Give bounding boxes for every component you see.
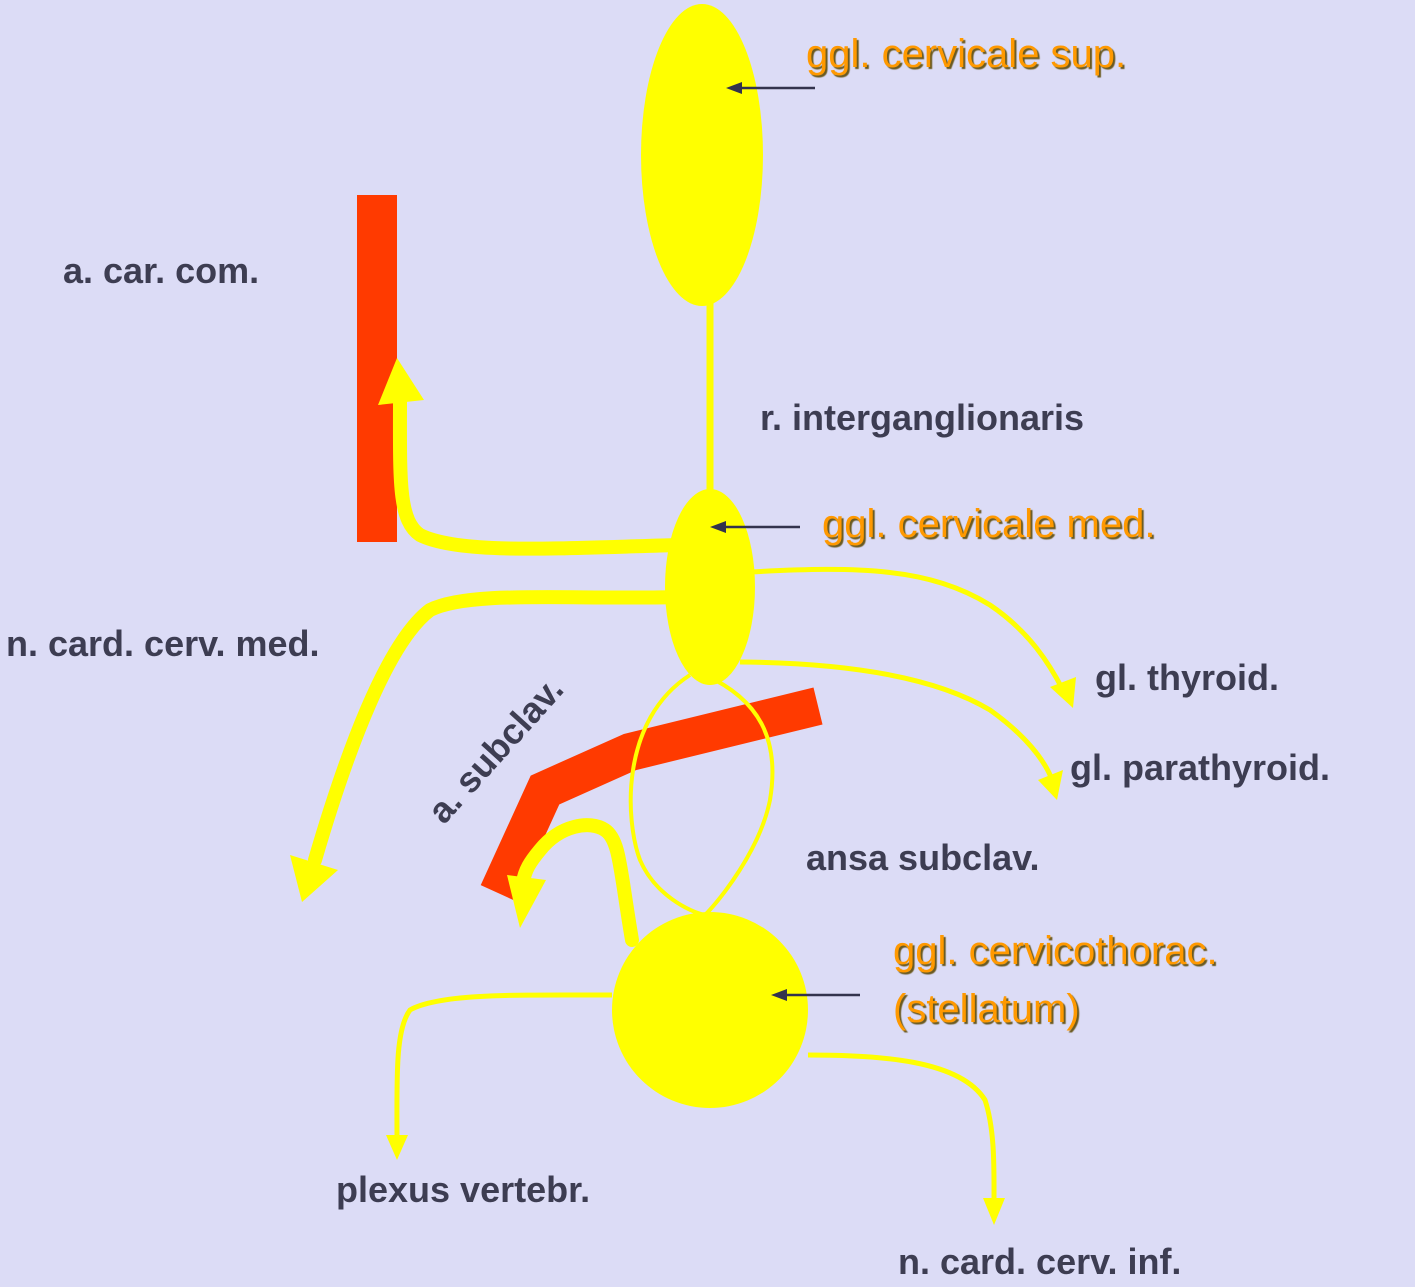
- common-carotid-artery: [357, 195, 397, 542]
- label-n-card-cerv-inf: n. card. cerv. inf.: [898, 1244, 1181, 1280]
- ganglion-stellatum: [612, 912, 808, 1108]
- ganglion-cervicale-superius: [641, 4, 763, 306]
- carotid-branch: [400, 395, 680, 549]
- n-card-cerv-inf-branch: [808, 1055, 994, 1200]
- label-stellatum: (stellatum): [893, 988, 1080, 1030]
- stellate-to-subclavian-arrowhead: [507, 875, 546, 928]
- ansa-subclavia: [631, 675, 773, 915]
- label-gl-thyroid: gl. thyroid.: [1095, 660, 1279, 696]
- label-ggl-cervicale-med: ggl. cervicale med.: [822, 503, 1155, 545]
- label-gl-parathyroid: gl. parathyroid.: [1070, 750, 1330, 786]
- label-n-card-cerv-med: n. card. cerv. med.: [6, 626, 319, 662]
- thyroid-branch-arrowhead: [1050, 677, 1076, 708]
- label-plexus-vertebr: plexus vertebr.: [336, 1172, 590, 1208]
- label-ggl-cervicothorac: ggl. cervicothorac.: [893, 930, 1218, 972]
- label-ansa-subclav: ansa subclav.: [806, 840, 1039, 876]
- plexus-vertebralis-arrowhead: [386, 1135, 408, 1160]
- label-a-car-com: a. car. com.: [63, 253, 259, 289]
- label-ggl-cervicale-sup: ggl. cervicale sup.: [806, 33, 1126, 75]
- n-card-cerv-inf-arrowhead: [983, 1198, 1005, 1225]
- label-r-interganglionaris: r. interganglionaris: [760, 400, 1084, 436]
- plexus-vertebralis-branch: [397, 995, 612, 1140]
- ganglion-cervicale-medium: [665, 489, 755, 685]
- thyroid-branch: [750, 569, 1063, 690]
